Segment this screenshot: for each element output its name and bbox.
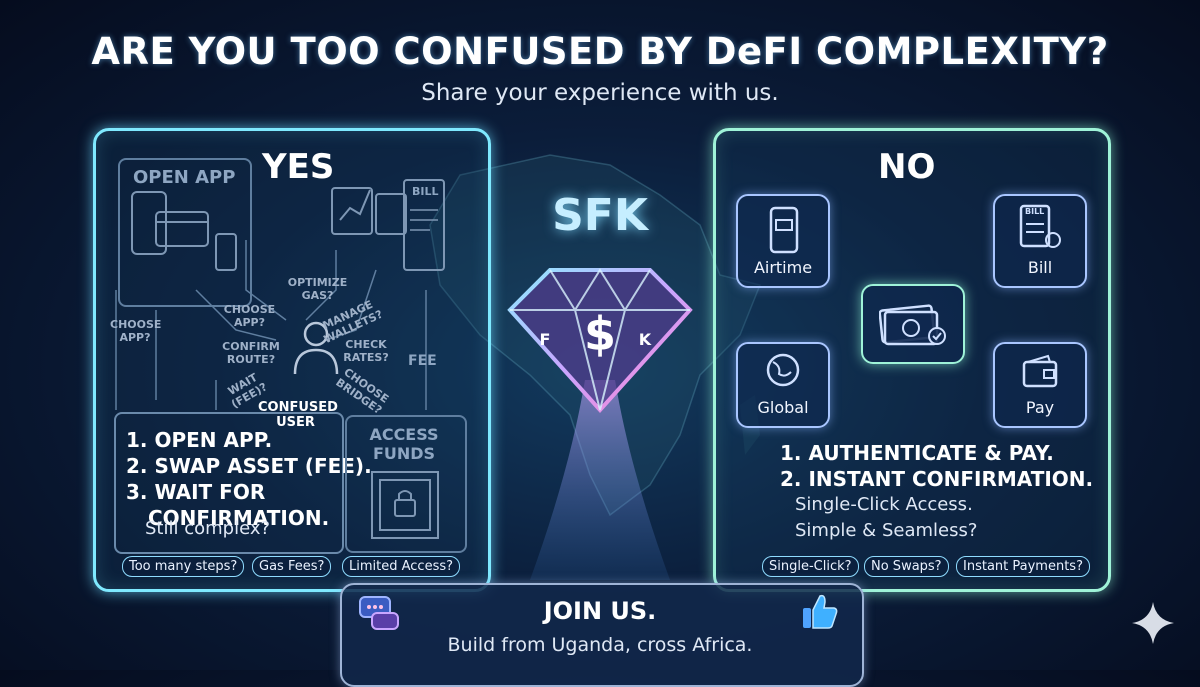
diamond-icon: $ F K xyxy=(507,268,693,580)
phone-icon xyxy=(769,206,799,254)
yes-step-3: 3. WAIT FOR xyxy=(126,480,266,504)
tile-airtime-label: Airtime xyxy=(753,258,813,277)
devices-icon xyxy=(131,191,237,271)
access-funds-label: ACCESS FUNDS xyxy=(369,425,439,463)
globe-icon xyxy=(766,353,800,387)
tile-global-label: Global xyxy=(757,398,809,417)
sparkle-icon xyxy=(1132,602,1174,644)
bill-doc-label: BILL xyxy=(412,185,439,198)
tag-single-click: Single-Click? xyxy=(762,556,859,577)
tag-too-many-steps: Too many steps? xyxy=(122,556,245,577)
fee-label: FEE xyxy=(408,353,437,369)
no-note-2: Simple & Seamless? xyxy=(795,520,978,541)
join-subtitle: Build from Uganda, cross Africa. xyxy=(447,634,753,656)
svg-text:F: F xyxy=(540,330,551,349)
yes-heading: YES xyxy=(262,147,335,187)
open-app-label: OPEN APP xyxy=(133,167,236,188)
circuit-lines-graphic xyxy=(115,240,427,410)
no-step-1: 1. AUTHENTICATE & PAY. xyxy=(780,441,1054,465)
lock-maze-icon xyxy=(371,471,439,539)
tag-no-swaps: No Swaps? xyxy=(864,556,949,577)
tile-cash[interactable] xyxy=(861,284,965,364)
svg-text:$: $ xyxy=(584,307,616,361)
no-note-1: Single-Click Access. xyxy=(795,494,973,515)
question-choose-app: CHOOSE APP? xyxy=(223,303,276,329)
bill-documents-icon xyxy=(331,179,445,271)
tile-pay-label: Pay xyxy=(1025,398,1055,417)
page-title: ARE YOU TOO CONFUSED BY DeFI COMPLEXITY? xyxy=(91,30,1109,73)
cash-icon xyxy=(879,304,946,346)
yes-step-2: 2. SWAP ASSET (FEE). xyxy=(126,454,372,478)
thumbs-up-icon xyxy=(803,594,838,629)
brand-name: SFK xyxy=(552,190,648,241)
tag-gas-fees: Gas Fees? xyxy=(252,556,332,577)
user-icon xyxy=(293,321,339,375)
tag-limited-access: Limited Access? xyxy=(342,556,461,577)
tile-bill[interactable]: BILL Bill xyxy=(993,194,1087,288)
tile-airtime[interactable]: Airtime xyxy=(736,194,830,288)
svg-text:K: K xyxy=(639,330,652,349)
question-confirm-route: CONFIRM ROUTE? xyxy=(222,340,280,366)
yes-steps-box xyxy=(114,412,344,554)
chat-icon xyxy=(359,596,399,630)
page-subtitle: Share your experience with us. xyxy=(421,80,779,106)
access-funds-box xyxy=(345,415,467,553)
yes-step-1: 1. OPEN APP. xyxy=(126,428,273,452)
yes-step-3-cont: CONFIRMATION. xyxy=(148,506,330,530)
join-title: JOIN US. xyxy=(543,597,657,625)
question-optimize-gas: OPTIMIZE GAS? xyxy=(287,276,348,302)
no-step-2: 2. INSTANT CONFIRMATION. xyxy=(780,467,1094,491)
tag-instant-payments: Instant Payments? xyxy=(956,556,1090,577)
wallet-icon xyxy=(1022,354,1058,388)
bill-tile-doc-label: BILL xyxy=(1025,207,1045,216)
yes-followup: Still complex? xyxy=(145,518,271,539)
yes-panel xyxy=(93,128,491,592)
tile-pay[interactable]: Pay xyxy=(993,342,1087,428)
question-check-rates: CHECK RATES? xyxy=(343,338,389,364)
tile-global[interactable]: Global xyxy=(736,342,830,428)
bill-icon xyxy=(1019,204,1061,248)
open-app-box xyxy=(118,158,252,307)
no-heading: NO xyxy=(878,147,936,187)
question-choose-app-left: CHOOSE APP? xyxy=(110,318,162,344)
tile-bill-label: Bill xyxy=(1027,258,1053,277)
confused-user-label: CONFUSED USER xyxy=(258,400,338,430)
